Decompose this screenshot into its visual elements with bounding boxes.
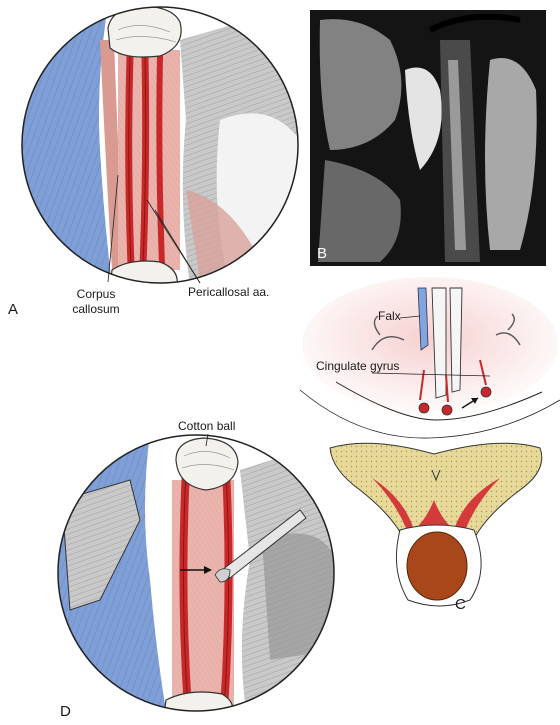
- cotton-ball-bottom: [109, 260, 178, 283]
- panel-a: Corpus callosum Pericallosal aa. A: [8, 6, 299, 318]
- pericallosal-arteries: [125, 54, 165, 266]
- panel-letter-b: B: [317, 245, 327, 262]
- panel-letter-c: C: [455, 596, 466, 613]
- label-pericallosal: Pericallosal aa.: [188, 285, 269, 299]
- label-cingulate-gyrus: Cingulate gyrus: [316, 359, 399, 373]
- panel-c: Falx Cingulate gyrus C: [299, 277, 560, 613]
- label-callosum: callosum: [72, 302, 119, 316]
- panel-letter-d: D: [60, 703, 71, 720]
- label-cotton-ball: Cotton ball: [178, 419, 235, 433]
- label-corpus: Corpus: [77, 287, 116, 301]
- label-falx: Falx: [378, 309, 401, 323]
- cingulate-arteries: [418, 359, 492, 416]
- panel-d: Cotton ball D: [57, 419, 335, 720]
- panel-b: B: [310, 10, 546, 266]
- tumor: [406, 531, 468, 601]
- cotton-ball: [175, 437, 239, 491]
- panel-letter-a: A: [8, 301, 18, 318]
- falx: [417, 287, 429, 351]
